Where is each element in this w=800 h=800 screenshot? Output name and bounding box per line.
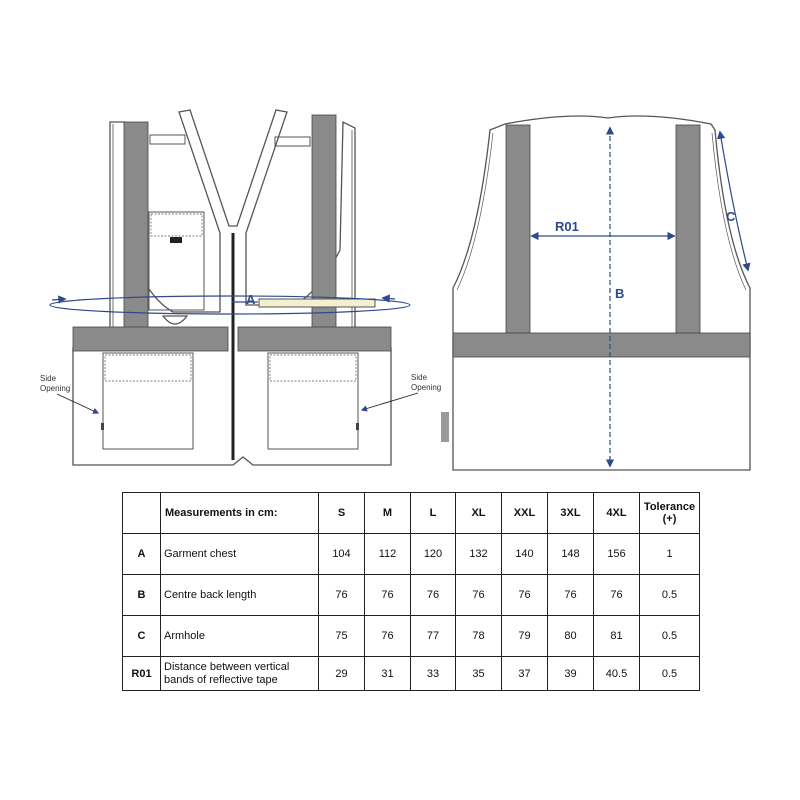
measurement-value: 76 bbox=[364, 574, 411, 616]
measurement-value: 39 bbox=[547, 656, 594, 691]
back-outline bbox=[452, 115, 751, 471]
vest-technical-drawing: A Side Opening Side Opening R01 B C bbox=[40, 109, 751, 471]
measurement-value: 33 bbox=[410, 656, 456, 691]
header-size: M bbox=[364, 492, 411, 534]
side-opening-label-right: Side Opening bbox=[411, 373, 441, 392]
header-size: XL bbox=[455, 492, 502, 534]
measurement-value: 76 bbox=[318, 574, 365, 616]
measurement-label: Armhole bbox=[160, 615, 319, 657]
label-a: A bbox=[246, 292, 256, 307]
measure-c bbox=[716, 130, 751, 272]
measurement-value: 35 bbox=[455, 656, 502, 691]
measurement-value: 40.5 bbox=[593, 656, 640, 691]
side-opening-left: Side Opening bbox=[40, 374, 100, 414]
back-view bbox=[452, 115, 751, 471]
front-band-horizontal-right bbox=[237, 326, 392, 352]
header-size: XXL bbox=[501, 492, 548, 534]
header-size: S bbox=[318, 492, 365, 534]
header-size: 3XL bbox=[547, 492, 594, 534]
measurement-label: Distance between vertical bands of refle… bbox=[160, 656, 319, 691]
measurement-value: 75 bbox=[318, 615, 365, 657]
measurement-value: 76 bbox=[501, 574, 548, 616]
back-measurements bbox=[530, 126, 751, 468]
measurement-value: 80 bbox=[547, 615, 594, 657]
measurement-value: 76 bbox=[410, 574, 456, 616]
side-opening-right-line1: Side bbox=[411, 373, 428, 382]
side-opening-left-line1: Side bbox=[40, 374, 57, 383]
front-band-right bbox=[311, 114, 337, 333]
back-band-left bbox=[505, 124, 531, 334]
header-code-cell bbox=[122, 492, 161, 534]
measurement-value: 140 bbox=[501, 533, 548, 575]
label-b: B bbox=[615, 286, 624, 301]
lower-pocket-right bbox=[267, 352, 359, 450]
measurement-code: A bbox=[122, 533, 161, 575]
header-title: Measurements in cm: bbox=[160, 492, 319, 534]
measurement-label: Centre back length bbox=[160, 574, 319, 616]
measurement-value: 76 bbox=[547, 574, 594, 616]
measurement-value: 120 bbox=[410, 533, 456, 575]
measurement-value: 148 bbox=[547, 533, 594, 575]
measurement-value: 76 bbox=[593, 574, 640, 616]
measurement-label: Garment chest bbox=[160, 533, 319, 575]
measurement-code: B bbox=[122, 574, 161, 616]
chest-measurement bbox=[49, 294, 411, 315]
measurement-value: 76 bbox=[455, 574, 502, 616]
tolerance-value: 0.5 bbox=[639, 656, 700, 691]
measurement-value: 77 bbox=[410, 615, 456, 657]
measurement-value: 76 bbox=[364, 615, 411, 657]
side-opening-left-line2: Opening bbox=[40, 384, 70, 393]
measurement-value: 37 bbox=[501, 656, 548, 691]
measurement-value: 79 bbox=[501, 615, 548, 657]
side-opening-right-line2: Opening bbox=[411, 383, 441, 392]
front-view bbox=[72, 109, 449, 466]
lower-pocket-left bbox=[102, 352, 194, 450]
front-band-horizontal-left bbox=[72, 326, 229, 352]
back-band-right bbox=[675, 124, 701, 334]
measurement-value: 78 bbox=[455, 615, 502, 657]
tolerance-value: 0.5 bbox=[639, 615, 700, 657]
header-tolerance: Tolerance (+) bbox=[639, 492, 700, 534]
measurement-value: 112 bbox=[364, 533, 411, 575]
side-opening-right: Side Opening bbox=[360, 373, 441, 412]
side-opening-label-left: Side Opening bbox=[40, 374, 70, 393]
size-chart-table: Measurements in cm: S M L XL XXL 3XL 4XL… bbox=[122, 492, 700, 691]
measurement-value: 29 bbox=[318, 656, 365, 691]
tolerance-sub: (+) bbox=[662, 513, 677, 525]
measurement-code: R01 bbox=[122, 656, 161, 691]
label-c: C bbox=[726, 209, 736, 224]
measurement-value: 81 bbox=[593, 615, 640, 657]
measurement-value: 156 bbox=[593, 533, 640, 575]
label-r01: R01 bbox=[555, 219, 579, 234]
chest-pocket bbox=[148, 211, 205, 311]
front-band-left bbox=[123, 121, 149, 333]
measurement-code: C bbox=[122, 615, 161, 657]
tolerance-value: 1 bbox=[639, 533, 700, 575]
back-band-horizontal bbox=[452, 332, 751, 358]
header-size: L bbox=[410, 492, 456, 534]
table-header-row: Measurements in cm: S M L XL XXL 3XL 4XL… bbox=[122, 492, 700, 534]
measurement-value: 31 bbox=[364, 656, 411, 691]
tolerance-label: Tolerance bbox=[643, 501, 696, 513]
measurement-value: 132 bbox=[455, 533, 502, 575]
header-size: 4XL bbox=[593, 492, 640, 534]
tolerance-value: 0.5 bbox=[639, 574, 700, 616]
measurement-value: 104 bbox=[318, 533, 365, 575]
